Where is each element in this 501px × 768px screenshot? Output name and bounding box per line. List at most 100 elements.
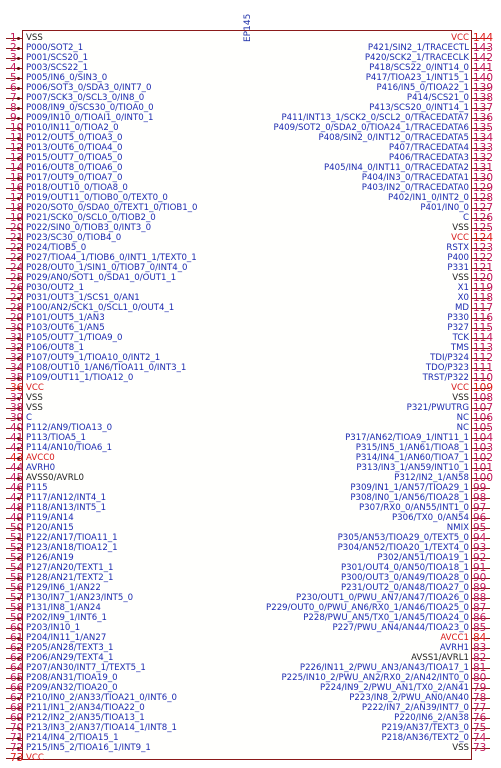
pin-number: 90 xyxy=(473,572,487,584)
pin-dot xyxy=(17,457,20,460)
pin-label: TDI/P324 xyxy=(430,353,469,363)
pin-dot xyxy=(17,397,20,400)
pin-dot xyxy=(17,137,20,140)
pin-stub xyxy=(472,348,490,349)
pin-label: P127/AN20/TEXT1_1 xyxy=(26,563,114,573)
pin-number: 4 xyxy=(10,62,17,74)
pin-dot xyxy=(17,407,20,410)
pin-number: 91 xyxy=(473,562,487,574)
pin-dot xyxy=(17,647,20,650)
pin-label: P107/OUT9_1/TIOA10_0/INT2_1 xyxy=(26,353,161,363)
pin-number: 50 xyxy=(10,522,24,534)
pin-dot xyxy=(17,697,20,700)
pin-number: 109 xyxy=(473,382,494,394)
pin-stub xyxy=(472,748,490,749)
pin-label: P009/IN10_0/TIOAI1_0/INT0_1 xyxy=(26,113,154,123)
pin-number: 97 xyxy=(473,502,487,514)
pin-stub xyxy=(6,558,22,559)
pin-label: P106/OUT8_1 xyxy=(26,343,85,353)
pin-stub xyxy=(6,678,22,679)
pin-dot xyxy=(17,367,20,370)
pin-dot xyxy=(17,417,20,420)
pin-stub xyxy=(472,218,490,219)
pin-dot xyxy=(17,687,20,690)
pin-number: 22 xyxy=(10,242,24,254)
pin-stub xyxy=(472,298,490,299)
pin-stub xyxy=(6,658,22,659)
pin-label: P309/IN1_1/AN57/TIOA29_1 xyxy=(350,483,469,493)
pin-number: 38 xyxy=(10,402,24,414)
pin-stub xyxy=(6,328,22,329)
pin-stub xyxy=(6,448,22,449)
pin-stub xyxy=(6,298,22,299)
pin-stub xyxy=(472,438,490,439)
pin-stub xyxy=(472,168,490,169)
pin-label: P028/OUT0_1/SIN1_0/TIOB7_0/INT4_0 xyxy=(26,263,188,273)
pin-stub xyxy=(472,138,490,139)
pin-dot xyxy=(17,537,20,540)
pin-label: P020/SOT0_0/SDA0_0/TEXT1_0/TIOB1_0 xyxy=(26,203,198,213)
pin-label: VCC xyxy=(451,33,469,43)
pin-label: P023/SC30_0/TIOB4_0 xyxy=(26,233,122,243)
pin-label: X1 xyxy=(457,283,469,293)
pin-label: P019/OUT11_0/TIOB0_0/TEXT0_0 xyxy=(26,193,168,203)
pin-dot xyxy=(17,747,20,750)
pin-stub xyxy=(6,758,22,759)
pin-label: P118/AN13/INT5_1 xyxy=(26,503,107,513)
pin-stub xyxy=(472,658,490,659)
pin-stub xyxy=(6,638,22,639)
pin-number: 2 xyxy=(10,42,17,54)
pin-number: 121 xyxy=(473,262,494,274)
pin-stub xyxy=(6,98,22,99)
pin-stub xyxy=(472,148,490,149)
pin-label: P315/IN5_1/AN61/TIOA8_1 xyxy=(355,443,469,453)
pin-number: 110 xyxy=(473,372,494,384)
pin-stub xyxy=(6,188,22,189)
pin-number: 138 xyxy=(473,92,494,104)
pin-dot xyxy=(17,487,20,490)
pin-stub xyxy=(6,238,22,239)
pin-dot xyxy=(17,637,20,640)
pin-label: TDO/P323 xyxy=(425,363,469,373)
pin-stub xyxy=(6,118,22,119)
pin-dot xyxy=(17,157,20,160)
pin-stub xyxy=(472,418,490,419)
pin-label: P131/IN8_1/AN24 xyxy=(26,603,101,613)
pin-label: P129/IN6_1/AN22 xyxy=(26,583,101,593)
pin-label: P214/IN4_2/TIOA15_1 xyxy=(26,733,119,743)
pin-number: 56 xyxy=(10,582,24,594)
pin-stub xyxy=(472,618,490,619)
pin-dot xyxy=(17,337,20,340)
pin-stub xyxy=(6,498,22,499)
pin-dot xyxy=(17,307,20,310)
pin-number: 105 xyxy=(473,422,494,434)
pin-number: 131 xyxy=(473,162,494,174)
pin-stub xyxy=(472,248,490,249)
pin-stub xyxy=(6,258,22,259)
pin-label: NC xyxy=(456,423,469,433)
pin-label: P327 xyxy=(447,323,469,333)
pin-dot xyxy=(17,657,20,660)
pin-label: RSTX xyxy=(446,243,469,253)
pin-label: P105/OUT7_1/TIOA9_0 xyxy=(26,333,123,343)
pin-label: P403/IN2_0/TRACEDATA0 xyxy=(361,183,469,193)
pin-dot xyxy=(17,177,20,180)
pin-stub xyxy=(6,518,22,519)
pin-stub xyxy=(472,548,490,549)
pin-label: P113/TIOA5_1 xyxy=(26,433,86,443)
pin-dot xyxy=(17,437,20,440)
pin-label: P114/AN10/TIOA6_1 xyxy=(26,443,113,453)
pin-stub xyxy=(472,698,490,699)
pin-number: 98 xyxy=(473,492,487,504)
pin-number: 101 xyxy=(473,462,494,474)
pin-number: 99 xyxy=(473,482,487,494)
pin-number: 106 xyxy=(473,412,494,424)
pin-number: 122 xyxy=(473,252,494,264)
pin-label: P006/SOT3_0/SDA3_0/INT7_0 xyxy=(26,83,152,93)
pin-number: 88 xyxy=(473,592,487,604)
pin-label: P414/SCS21_0 xyxy=(406,93,469,103)
pin-number: 10 xyxy=(10,122,24,134)
pin-stub xyxy=(6,378,22,379)
pin-label: P010/IN11_0/TIOA2_0 xyxy=(26,123,119,133)
